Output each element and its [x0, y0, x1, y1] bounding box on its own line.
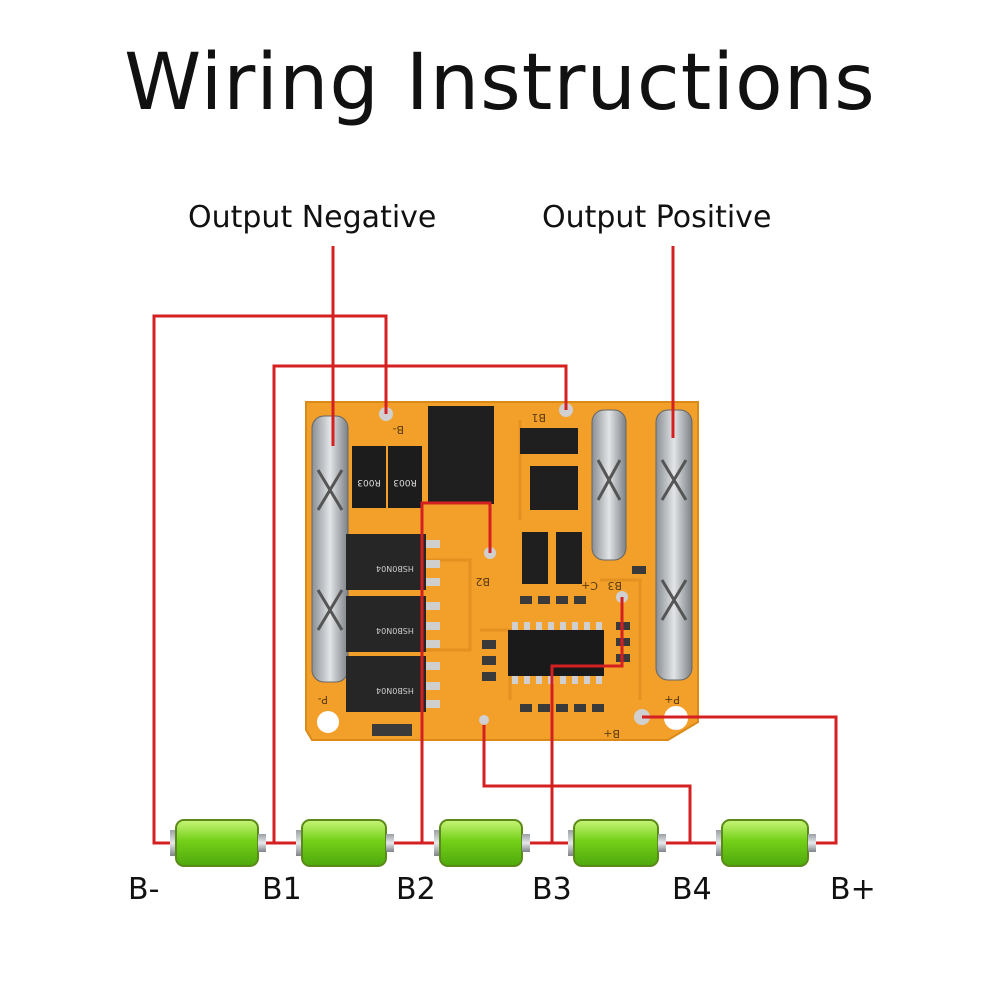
mount-hole: [317, 711, 339, 733]
mosfet: HSB0N04: [346, 656, 426, 712]
mosfet: HSB0N04: [346, 596, 426, 652]
right-spring-clip: [655, 409, 693, 681]
output-negative-label: Output Negative: [188, 200, 437, 235]
transistor: [556, 532, 582, 584]
battery-cell: [434, 819, 530, 867]
battery-cell: [568, 819, 666, 867]
silk-p-minus: P-: [318, 693, 328, 706]
shunt-resistor: [388, 446, 422, 508]
silk-c-plus: C+: [581, 579, 598, 592]
wires: [152, 246, 838, 845]
silk-b2: B2: [475, 575, 490, 588]
terminal-b3: B3: [532, 872, 572, 907]
mosfet-label: HSB0N04: [376, 564, 414, 573]
silk-b-minus: B-: [392, 423, 404, 436]
terminal-b4: B4: [672, 872, 712, 907]
pcb-board: R003 R003 HSB0N04 HSB0N04 HSB0N04: [305, 401, 699, 741]
terminal-b-minus: B-: [128, 872, 160, 907]
shunt-label: R003: [393, 477, 416, 487]
pad-b4: [479, 715, 489, 725]
battery-cell: [170, 819, 266, 867]
output-positive-label: Output Positive: [542, 200, 772, 235]
transistor: [522, 532, 548, 584]
small-ic: [530, 466, 578, 510]
terminal-b1: B1: [262, 872, 302, 907]
bms-ic: [508, 630, 604, 676]
terminal-b-plus: B+: [830, 872, 876, 907]
left-spring-clip: [311, 415, 349, 683]
battery-cell: [296, 819, 394, 867]
mosfet-label: HSB0N04: [376, 626, 414, 635]
mosfet-label: HSB0N04: [376, 686, 414, 695]
wire-b-plus: [642, 715, 838, 845]
silk-b3: B3: [607, 579, 622, 592]
page-title: Wiring Instructions: [124, 38, 876, 128]
battery-cell: [716, 819, 816, 867]
terminal-b2: B2: [396, 872, 436, 907]
mosfet: HSB0N04: [346, 534, 426, 590]
shunt-label: R003: [357, 477, 380, 487]
power-component: [428, 406, 494, 504]
wire-b-minus: [152, 314, 388, 845]
silk-b1: B1: [531, 411, 546, 424]
silk-b-plus: B+: [603, 727, 620, 740]
shunt-resistor: [352, 446, 386, 508]
silk-p-plus: P+: [664, 693, 680, 706]
middle-spring-clip: [591, 409, 627, 561]
diode: [520, 428, 578, 454]
